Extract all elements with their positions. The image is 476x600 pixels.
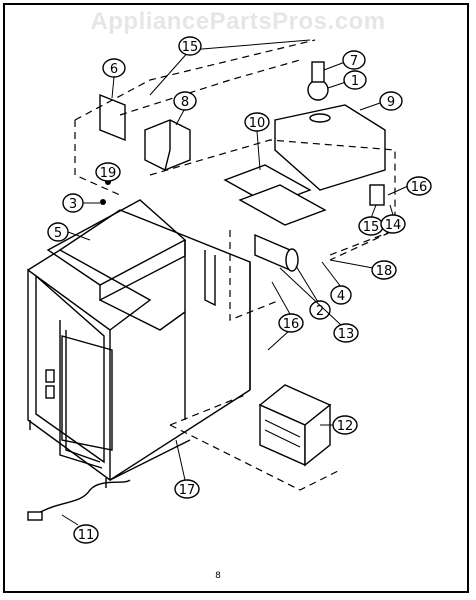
callout-label: 5 [54,226,62,241]
watermark: AppliancePartsPros.com [90,8,386,35]
callout-label: 7 [350,54,358,69]
callout-label: 19 [100,166,117,181]
callout-label: 12 [337,419,354,434]
part-9-cover [274,104,386,191]
callout-18 [371,260,397,280]
callout-label: 16 [283,317,300,332]
callout-1 [343,70,367,90]
callout-label: 18 [376,264,393,279]
callout-label: 8 [181,95,189,110]
callout-label: 15 [363,220,380,235]
callout-label: 10 [249,116,266,131]
callout-label: 6 [110,62,118,77]
callout-17 [174,479,200,499]
cabinet-frame [27,199,251,488]
callout-label: 11 [78,528,95,543]
callout-16-middle [278,313,304,333]
callout-4 [330,285,352,305]
callout-8 [173,91,197,111]
callout-12 [332,415,358,435]
callout-16-right [406,176,432,196]
callout-label: 14 [385,218,402,233]
part-12-transformer [258,384,332,467]
callout-7 [342,50,366,70]
callout-5 [47,222,69,242]
callouts: 15 7 1 6 8 9 10 19 3 5 [47,36,432,544]
callout-label: 13 [338,327,355,342]
callout-9 [379,91,403,111]
part-13-fan [254,233,291,272]
callout-19 [95,162,121,182]
part-15-switch [369,184,385,206]
diagram-border [3,3,469,593]
callout-11 [73,524,99,544]
part-1-lamp [307,79,329,101]
callout-6 [102,58,126,78]
part-7-socket [311,61,325,83]
callout-14 [380,214,406,234]
part-11-cord [34,479,131,516]
callout-16-top [178,36,202,56]
callout-2 [309,300,331,320]
callout-label: 3 [69,197,77,212]
callout-label: 2 [316,304,324,319]
callout-label: 15 [182,40,199,55]
callout-3 [62,193,84,213]
callout-label: 17 [179,483,196,498]
callout-label: 4 [337,289,345,304]
callout-10 [244,112,270,132]
callout-label: 16 [411,180,428,195]
part-6-panel [99,93,126,142]
callout-label: 1 [351,74,359,89]
callout-label: 9 [387,95,395,110]
footer-mark: 8 [215,571,221,581]
callout-13 [333,323,359,343]
